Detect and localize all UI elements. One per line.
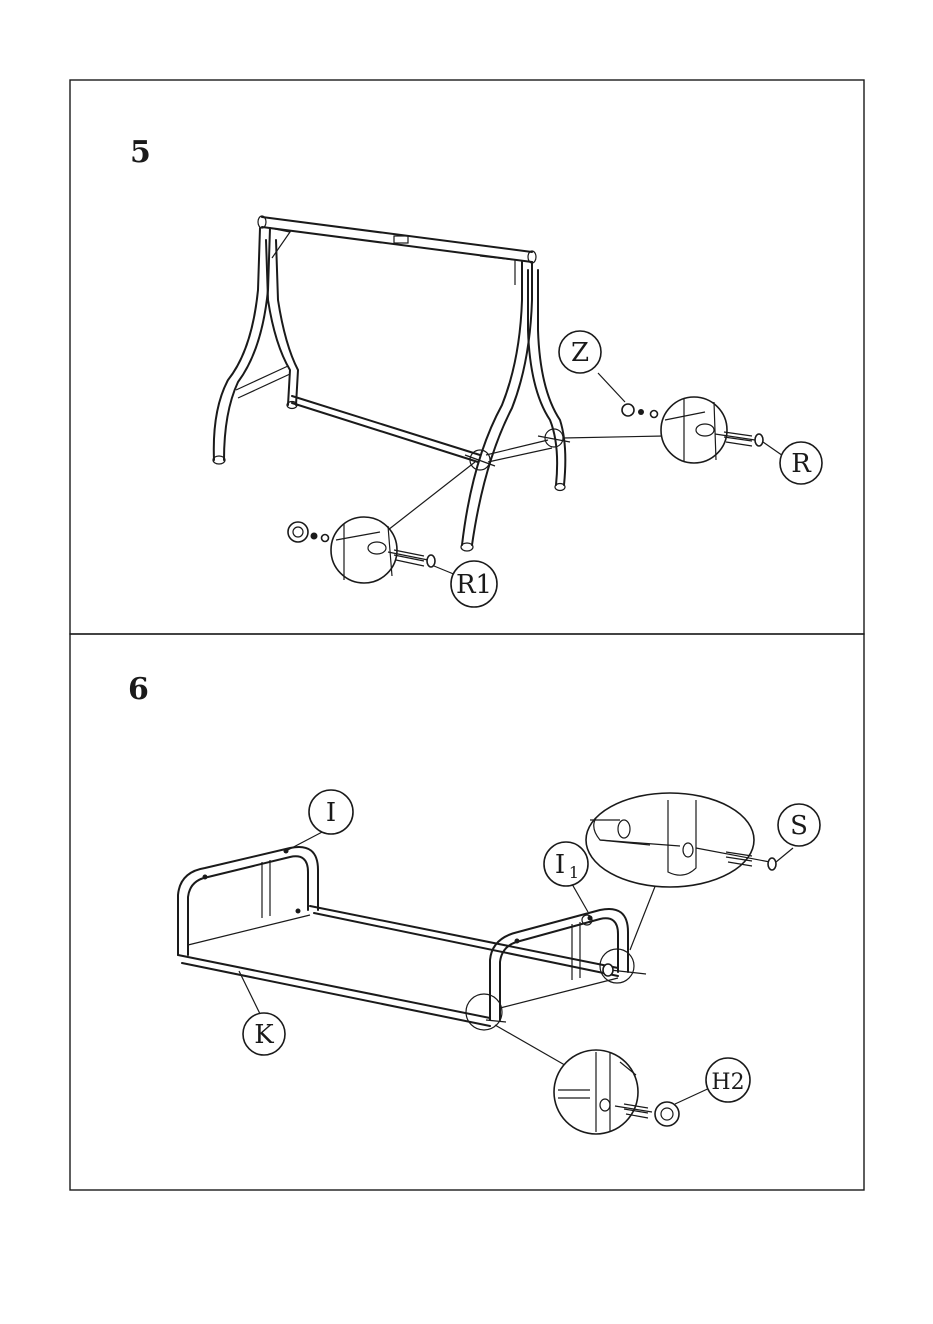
callout-i: I <box>309 790 353 834</box>
callout-r: R <box>780 442 822 484</box>
svg-text:K: K <box>254 1020 274 1050</box>
callout-r1: R1 <box>451 561 497 607</box>
svg-text:R: R <box>791 449 812 479</box>
svg-text:Z: Z <box>571 338 589 368</box>
svg-text:I: I <box>555 850 565 880</box>
swing-frame-drawing <box>213 216 570 551</box>
step-6-number: 6 <box>128 672 149 707</box>
detail-r <box>563 373 786 463</box>
svg-text:I: I <box>326 798 336 828</box>
step-5-number: 5 <box>130 135 151 170</box>
detail-r1 <box>288 462 475 583</box>
callout-i1: I 1 <box>544 842 588 886</box>
callout-k: K <box>243 1013 285 1055</box>
svg-text:H2: H2 <box>711 1070 744 1095</box>
callout-h2: H2 <box>706 1058 750 1102</box>
step-6-panel: 6 <box>70 634 864 1190</box>
step-6-frame <box>70 634 864 1190</box>
svg-text:1: 1 <box>569 863 579 882</box>
svg-text:S: S <box>790 811 808 841</box>
callout-z: Z <box>559 331 601 373</box>
detail-h2 <box>495 1025 714 1134</box>
svg-text:R1: R1 <box>456 570 492 600</box>
callout-s: S <box>778 804 820 846</box>
step-5-panel: 5 <box>70 80 864 634</box>
